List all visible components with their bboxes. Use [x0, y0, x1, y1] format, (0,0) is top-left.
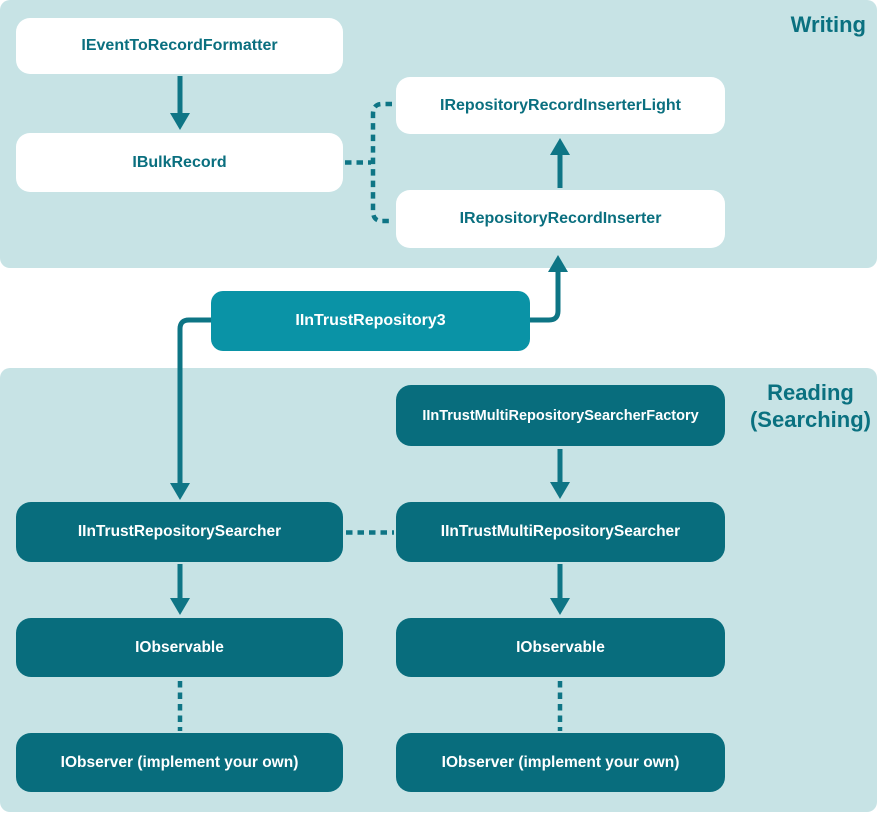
- connector-repository3-to-inserter: [530, 272, 561, 323]
- node-intrust-repository3: IInTrustRepository3: [211, 291, 530, 351]
- node-intrust-repository-searcher: IInTrustRepositorySearcher: [16, 502, 343, 562]
- reading-section-label-line2: (Searching): [749, 407, 871, 432]
- node-repository-record-inserter-light: IRepositoryRecordInserterLight: [396, 77, 725, 134]
- node-observer-right: IObserver (implement your own): [396, 733, 725, 792]
- node-intrust-multi-repository-searcher: IInTrustMultiRepositorySearcher: [396, 502, 725, 562]
- node-observer-left: IObserver (implement your own): [16, 733, 343, 792]
- node-observable-right: IObservable: [396, 618, 725, 677]
- node-repository-record-inserter: IRepositoryRecordInserter: [396, 190, 725, 248]
- writing-section-label: Writing: [790, 12, 866, 37]
- node-intrust-multi-repository-searcher-factory: IInTrustMultiRepositorySearcherFactory: [396, 385, 725, 446]
- node-observable-left: IObservable: [16, 618, 343, 677]
- node-event-to-record-formatter: IEventToRecordFormatter: [16, 18, 343, 74]
- node-bulk-record: IBulkRecord: [16, 133, 343, 192]
- reading-section-label: Reading (Searching): [750, 379, 871, 433]
- reading-section-label-line1: Reading: [767, 380, 854, 405]
